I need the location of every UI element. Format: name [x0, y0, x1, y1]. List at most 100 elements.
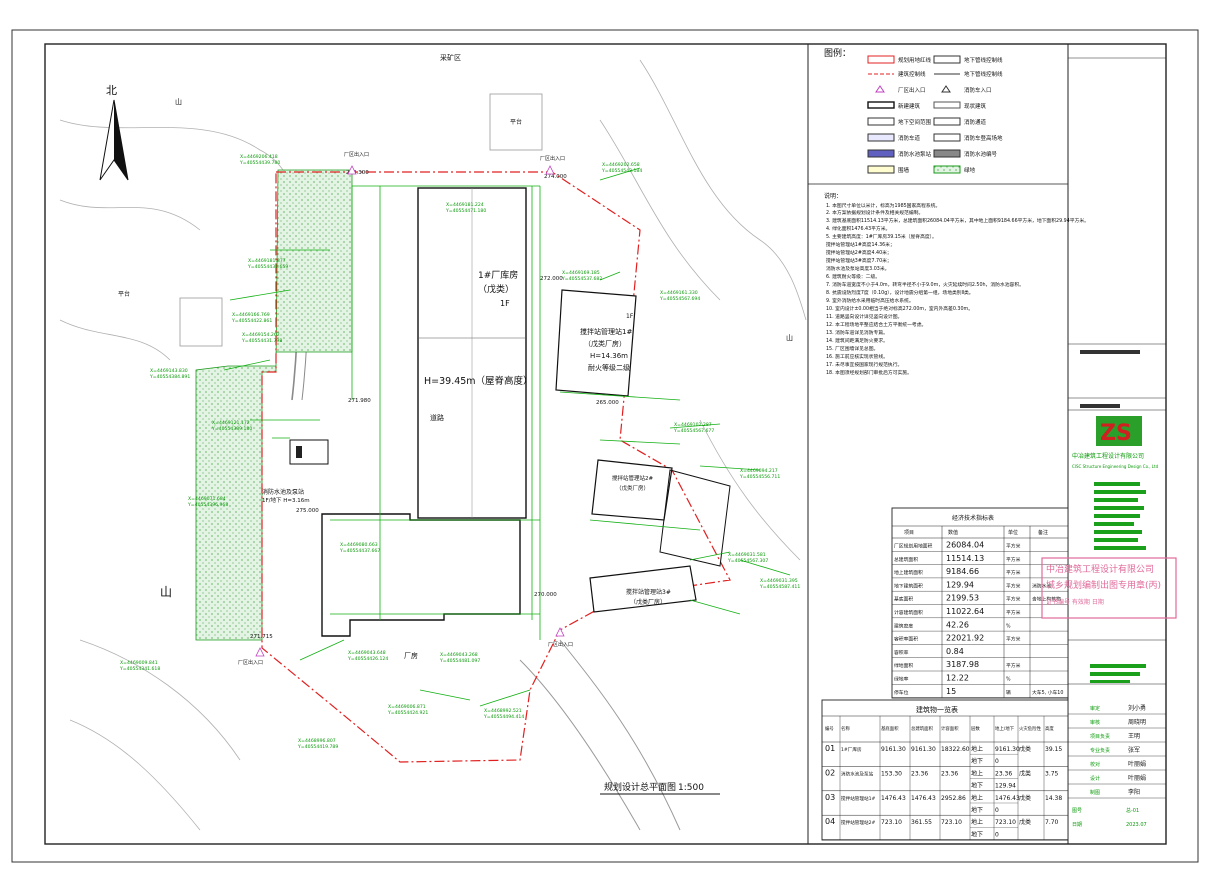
svg-text:X=4469043.648: X=4469043.648: [348, 650, 386, 656]
building-table-cell: 23.36: [911, 770, 928, 777]
tech-table-cell: 绿地面积: [894, 662, 913, 669]
building-table-cell: 361.55: [911, 819, 932, 826]
svg-text:地下管线控制线: 地下管线控制线: [964, 70, 1003, 78]
tech-table-cell: 9184.66: [946, 567, 979, 576]
svg-text:新建建筑: 新建建筑: [898, 102, 921, 110]
gate-2-label: 厂区出入口: [540, 155, 565, 162]
svg-text:建筑控制线: 建筑控制线: [898, 70, 926, 78]
title-block-role: 专业负责: [1090, 747, 1110, 754]
building-table-cell: 戊类: [1019, 769, 1031, 777]
title-block-signer: 叶丽娟: [1128, 774, 1146, 782]
tech-table-cell: 地下建筑面积: [894, 582, 923, 589]
building-table-cell: 1476.43: [881, 795, 906, 802]
building-table-header-cell: 总建筑面积: [911, 725, 934, 732]
title-block-role: 审定: [1090, 705, 1100, 712]
building-table-cell: 地上: [971, 794, 983, 802]
tech-table-cell: 地上建筑面积: [894, 569, 923, 576]
building-table-cell: 23.36: [941, 770, 958, 777]
svg-text:数值: 数值: [948, 529, 958, 536]
tech-table-cell: 3187.98: [946, 660, 979, 669]
svg-text:17. 未尽事宜按国家现行规范执行。: 17. 未尽事宜按国家现行规范执行。: [826, 361, 902, 368]
building-table-cell: 9161.30: [995, 746, 1020, 753]
title-block-signer: 王明: [1128, 733, 1140, 740]
svg-text:Y=40554471.180: Y=40554471.180: [445, 208, 486, 214]
mountain-right-label: 山: [786, 333, 793, 342]
svg-text:X=4469166.769: X=4469166.769: [232, 312, 270, 318]
tech-table-cell: 11022.64: [946, 607, 984, 616]
notes-title: 说明：: [824, 192, 842, 200]
company-name: 中冶建筑工程设计有限公司: [1072, 452, 1144, 460]
building-3-name: 搅拌站管理站2#: [612, 474, 653, 482]
sheet-border-inner: [44, 43, 1167, 845]
building-1-lower: [321, 513, 521, 637]
building-table-cell: 1#厂库房: [841, 746, 862, 753]
svg-text:消防车登高场地: 消防车登高场地: [964, 134, 1003, 142]
svg-text:X=4469009.841: X=4469009.841: [120, 660, 158, 666]
svg-text:地下空间范围: 地下空间范围: [898, 118, 932, 126]
building-1-name: 1#厂库房: [478, 269, 518, 281]
tech-table-cell: 含地上构筑物: [1032, 596, 1061, 603]
building-4-outline: [589, 565, 697, 613]
svg-text:ZS: ZS: [1100, 421, 1132, 446]
tech-table-cell: %: [1006, 623, 1011, 629]
tech-table-cell: 11514.13: [946, 554, 984, 563]
svg-text:Y=40554437.667: Y=40554437.667: [339, 548, 380, 554]
building-table-cell: 9161.30: [911, 746, 936, 753]
building-table-cell: 02: [825, 768, 835, 777]
tech-table-cell: 建筑密度: [894, 622, 913, 629]
svg-text:搅拌站管理站2#高度4.40米；: 搅拌站管理站2#高度4.40米；: [826, 249, 892, 256]
building-table-cell: 3.75: [1045, 770, 1059, 777]
tech-table-cell: 12.22: [946, 674, 969, 683]
top-area-label: 采矿区: [440, 53, 461, 62]
building-table-header-cell: 地上/地下: [995, 725, 1015, 732]
tech-table-cell: %: [1006, 677, 1011, 683]
svg-text:消防水池及泵站高度3.03米。: 消防水池及泵站高度3.03米。: [826, 265, 889, 272]
svg-text:2. 本方案依据规划设计条件及相关规范编制。: 2. 本方案依据规划设计条件及相关规范编制。: [826, 209, 923, 216]
building-table-cell: 153.30: [881, 770, 902, 777]
svg-text:X=4469169.185: X=4469169.185: [562, 270, 600, 276]
building-2-line-2: （戊类厂房）: [584, 339, 626, 348]
svg-text:1. 本图尺寸单位以米计，标高为1985国家高程系统。: 1. 本图尺寸单位以米计，标高为1985国家高程系统。: [826, 202, 940, 209]
svg-text:Y=40554396.968: Y=40554396.968: [187, 502, 228, 508]
tech-table-cell: 容积率面积: [894, 636, 918, 643]
building-1-sub: （戊类）: [478, 283, 514, 295]
label-factory: 厂房: [404, 651, 418, 660]
svg-text:X=4469031.581: X=4469031.581: [728, 552, 766, 558]
svg-text:12. 本工程场地平整应结合土方平衡统一考虑。: 12. 本工程场地平整应结合土方平衡统一考虑。: [826, 321, 926, 328]
svg-text:Y=40554587.411: Y=40554587.411: [759, 584, 800, 590]
building-table-cell: 1476.43: [995, 795, 1020, 802]
svg-text:消防水池泵站: 消防水池泵站: [898, 150, 932, 158]
building-table-cell: 搅拌站管理站2#: [841, 819, 875, 826]
legend-title: 图例：: [824, 47, 851, 59]
svg-text:搅拌站管理站3#高度7.70米；: 搅拌站管理站3#高度7.70米；: [826, 257, 892, 264]
building-table-cell: 129.94: [995, 783, 1016, 790]
elevation-4: 271.980: [348, 398, 371, 404]
svg-text:X=4469154.262: X=4469154.262: [242, 332, 280, 338]
tech-table-cell: 129.94: [946, 580, 974, 589]
svg-text:Y=40554556.711: Y=40554556.711: [739, 474, 780, 480]
svg-text:X=4469071.684: X=4469071.684: [188, 496, 226, 502]
svg-text:Y=40554419.789: Y=40554419.789: [297, 744, 338, 750]
company-logo: [1096, 416, 1142, 446]
svg-text:搅拌站管理站1#高度14.36米；: 搅拌站管理站1#高度14.36米；: [826, 241, 895, 248]
svg-text:X=4469121.172: X=4469121.172: [212, 420, 250, 426]
approval-stamp: 中冶建筑工程设计有限公司 城乡规划编制出图专用章(丙) 证书编号 有效期 日期: [1041, 557, 1177, 619]
elevation-2: 274.000: [544, 174, 567, 180]
svg-text:规划用地红线: 规划用地红线: [898, 56, 932, 64]
svg-text:Y=40554439.780: Y=40554439.780: [239, 160, 280, 166]
platform-left-label: 平台: [118, 290, 130, 298]
building-3-sub: （戊类厂房）: [616, 484, 649, 492]
svg-text:3. 建筑基底面积11514.13平方米，总建筑面积2608: 3. 建筑基底面积11514.13平方米，总建筑面积26084.04平方米，其中…: [826, 217, 1089, 224]
building-table-cell: 0: [995, 831, 999, 838]
tech-table-cell: 辆: [1006, 689, 1011, 696]
north-arrow-icon: [99, 99, 129, 181]
svg-text:Y=40554341.618: Y=40554341.618: [119, 666, 160, 672]
svg-text:现状建筑: 现状建筑: [964, 102, 987, 110]
label-road: 道路: [430, 413, 444, 422]
svg-text:Y=40554426.124: Y=40554426.124: [347, 656, 388, 662]
tech-table-cell: 基底面积: [894, 596, 913, 603]
building-1-height: H=39.45m（屋脊高度）: [424, 375, 533, 387]
building-table-cell: 地上: [971, 818, 983, 826]
svg-text:Y=40554384.891: Y=40554384.891: [149, 374, 190, 380]
